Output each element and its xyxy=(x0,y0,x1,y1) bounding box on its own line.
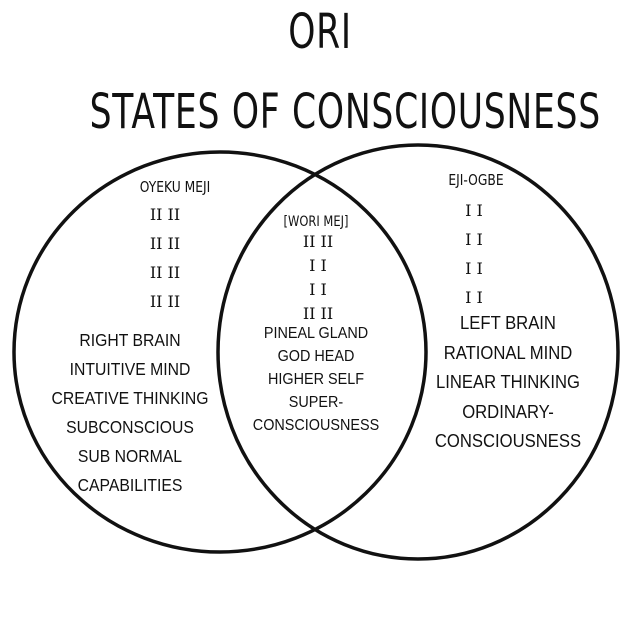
right-odu-name: EJI-OGBE xyxy=(448,171,504,189)
left-circle xyxy=(12,150,428,554)
odu-mark: I I xyxy=(465,288,483,307)
trait-item: CONSCIOUSNESS xyxy=(252,417,380,434)
odu-mark: I I xyxy=(465,230,483,249)
center-odu-marks: II II I I I I II II xyxy=(278,230,358,326)
trait-item: SUB NORMAL xyxy=(77,446,183,466)
odu-mark: I I xyxy=(309,256,327,275)
odu-mark: II II xyxy=(302,304,334,323)
odu-mark: I I xyxy=(465,259,483,278)
trait-item: HIGHER SELF xyxy=(267,371,365,388)
odu-mark: I I xyxy=(465,201,483,220)
odu-mark: I I xyxy=(309,280,327,299)
trait-item: CONSCIOUSNESS xyxy=(434,430,582,451)
trait-item: SUBCONSCIOUS xyxy=(66,417,194,437)
trait-item: INTUITIVE MIND xyxy=(69,359,191,379)
left-odu-marks: II II II II II II II II xyxy=(125,200,205,316)
trait-item: RIGHT BRAIN xyxy=(79,330,181,350)
center-odu-name: [WORI MEJ] xyxy=(283,214,349,230)
trait-item: GOD HEAD xyxy=(277,348,355,365)
right-odu-marks: I I I I I I I I xyxy=(434,196,514,312)
odu-mark: II II xyxy=(149,263,181,282)
title-states-of-consciousness: STATES OF CONSCIOUSNESS xyxy=(89,84,601,140)
odu-mark: II II xyxy=(149,205,181,224)
odu-mark: II II xyxy=(149,292,181,311)
trait-item: LEFT BRAIN xyxy=(460,312,556,333)
trait-item: PINEAL GLAND xyxy=(263,325,369,342)
odu-mark: II II xyxy=(149,234,181,253)
left-traits: RIGHT BRAIN INTUITIVE MIND CREATIVE THIN… xyxy=(40,326,220,500)
trait-item: SUPER- xyxy=(288,394,344,411)
trait-item: CAPABILITIES xyxy=(77,475,183,495)
right-traits: LEFT BRAIN RATIONAL MIND LINEAR THINKING… xyxy=(418,308,598,456)
trait-item: LINEAR THINKING xyxy=(435,371,581,392)
trait-item: RATIONAL MIND xyxy=(443,341,573,363)
odu-mark: II II xyxy=(302,232,334,251)
center-traits: PINEAL GLAND GOD HEAD HIGHER SELF SUPER-… xyxy=(233,322,399,437)
trait-item: ORDINARY- xyxy=(462,400,554,422)
trait-item: CREATIVE THINKING xyxy=(51,388,209,408)
title-ori: ORI xyxy=(288,4,352,60)
right-circle xyxy=(216,143,620,561)
left-odu-name: OYEKU MEJI xyxy=(139,178,211,196)
